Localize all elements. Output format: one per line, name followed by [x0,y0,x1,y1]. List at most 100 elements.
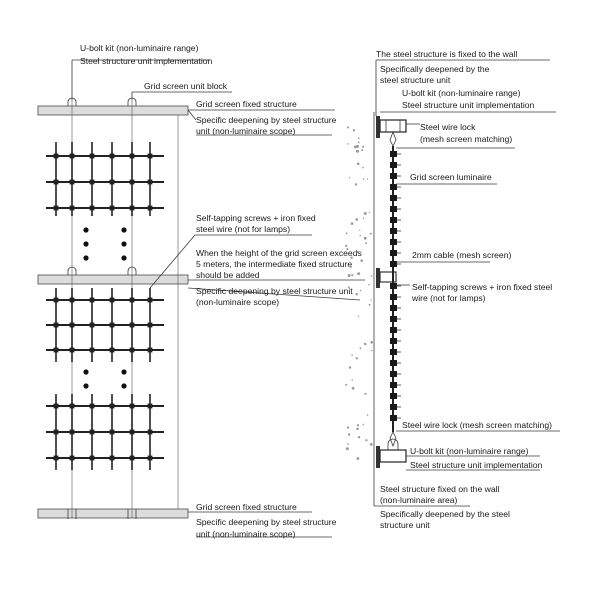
led-node-icon [109,153,115,159]
grid-screen-luminaires [390,151,401,421]
concrete-wall-texture [345,126,374,460]
led-node-icon [89,455,95,461]
label-steel-wire-lock-bottom: Steel wire lock (mesh screen matching) [402,420,552,430]
label-self-tapping-2: steel wire (not for lamps) [196,224,290,234]
led-node-icon [109,403,115,409]
label-steel-impl-right-bottom: Steel structure unit implementation [410,460,543,470]
led-node-icon [53,153,59,159]
luminaire-icon [390,228,397,234]
luminaire-icon [390,195,397,201]
luminaire-icon [390,327,397,333]
label-height-exceeds-2: 5 meters, the intermediate fixed structu… [196,259,352,269]
led-node-icon [53,403,59,409]
luminaire-icon [390,382,397,388]
led-node-icon [129,403,135,409]
led-node-icon [89,403,95,409]
label-self-tapping-right-2: wire (not for lamps) [411,293,486,303]
led-node-icon [69,297,75,303]
luminaire-icon [390,206,397,212]
led-node-icon [109,347,115,353]
label-fixed-on-wall-2: (non-luminaire area) [380,495,458,505]
led-node-icon [69,205,75,211]
led-node-icon [147,205,153,211]
luminaire-icon [390,316,397,322]
led-node-icon [69,455,75,461]
bottom-steel-bracket [376,438,407,468]
label-deepened-top-1: Specifically deepened by the [380,64,490,74]
led-node-icon [53,455,59,461]
label-steel-wire-lock-1: Steel wire lock [420,122,476,132]
led-node-icon [89,322,95,328]
label-deepened-bottom-2: structure unit [380,520,430,530]
luminaire-icon [390,173,397,179]
middle-steel-bracket [376,268,397,288]
label-specific-deepening-top-2: unit (non-luminaire scope) [196,126,295,136]
led-node-icon [147,322,153,328]
grid-screen-block-upper [46,142,164,216]
led-node-icon [69,153,75,159]
label-self-tapping-1: Self-tapping screws + iron fixed [196,213,316,223]
omitted-section-dots [83,227,127,389]
label-steel-unit-impl-top: Steel structure unit implementation [80,56,213,66]
led-node-icon [53,179,59,185]
label-specific-deepening-bottom-1: Specific deepening by steel structure [196,517,337,527]
led-node-icon [109,179,115,185]
label-height-exceeds-3: should be added [196,270,260,280]
luminaire-icon [390,338,397,344]
luminaire-icon [390,360,397,366]
led-node-icon [147,403,153,409]
led-node-icon [89,429,95,435]
label-specific-deepening-bottom-2: unit (non-luminaire scope) [196,529,295,539]
grid-screen-block-lower-a [46,288,164,362]
right-leader-lines [373,59,560,507]
label-specific-deepening-mid-1: Specific deepening by steel structure un… [196,286,353,296]
luminaire-icon [390,349,397,355]
right-side-section: The steel structure is fixed to the wall… [345,49,560,530]
led-node-icon [89,205,95,211]
luminaire-icon [390,371,397,377]
led-node-icon [69,403,75,409]
luminaire-icon [390,305,397,311]
led-node-icon [147,347,153,353]
label-specific-deepening-top-1: Specific deepening by steel structure [196,115,337,125]
label-u-bolt-kit-right-top: U-bolt kit (non-luminaire range) [402,88,521,98]
led-node-icon [69,322,75,328]
luminaire-icon [390,162,397,168]
middle-fixed-structure-slab [37,274,189,285]
led-node-icon [109,429,115,435]
label-cable-2mm: 2mm cable (mesh screen) [412,250,511,260]
led-node-icon [147,179,153,185]
led-node-icon [147,455,153,461]
led-node-icon [109,205,115,211]
label-grid-screen-luminaire: Grid screen luminaire [410,172,492,182]
led-node-icon [129,455,135,461]
bottom-fixed-structure-slab [37,508,189,519]
led-node-icon [89,297,95,303]
led-node-icon [129,153,135,159]
luminaire-icon [390,261,397,267]
luminaire-icon [390,393,397,399]
label-steel-wire-lock-2: (mesh screen matching) [420,134,512,144]
label-self-tapping-right-1: Self-tapping screws + iron fixed steel [412,282,552,292]
left-front-elevation: U-bolt kit (non-luminaire range) Steel s… [37,43,365,539]
led-node-icon [53,347,59,353]
luminaire-icon [390,250,397,256]
luminaire-icon [390,283,397,289]
led-node-icon [109,297,115,303]
led-node-icon [53,429,59,435]
luminaire-icon [390,217,397,223]
label-u-bolt-kit-top: U-bolt kit (non-luminaire range) [80,43,199,53]
led-node-icon [129,179,135,185]
grid-screen-block-lower-b [46,394,164,470]
label-fixed-on-wall-1: Steel structure fixed on the wall [380,484,500,494]
led-node-icon [129,347,135,353]
label-deepened-top-2: steel structure unit [380,75,451,85]
led-node-icon [69,179,75,185]
led-node-icon [89,347,95,353]
label-height-exceeds-1: When the height of the grid screen excee… [196,248,362,258]
top-fixed-structure-slab [37,105,189,116]
led-node-icon [147,297,153,303]
label-u-bolt-kit-right-bottom: U-bolt kit (non-luminaire range) [410,446,529,456]
led-node-icon [89,153,95,159]
